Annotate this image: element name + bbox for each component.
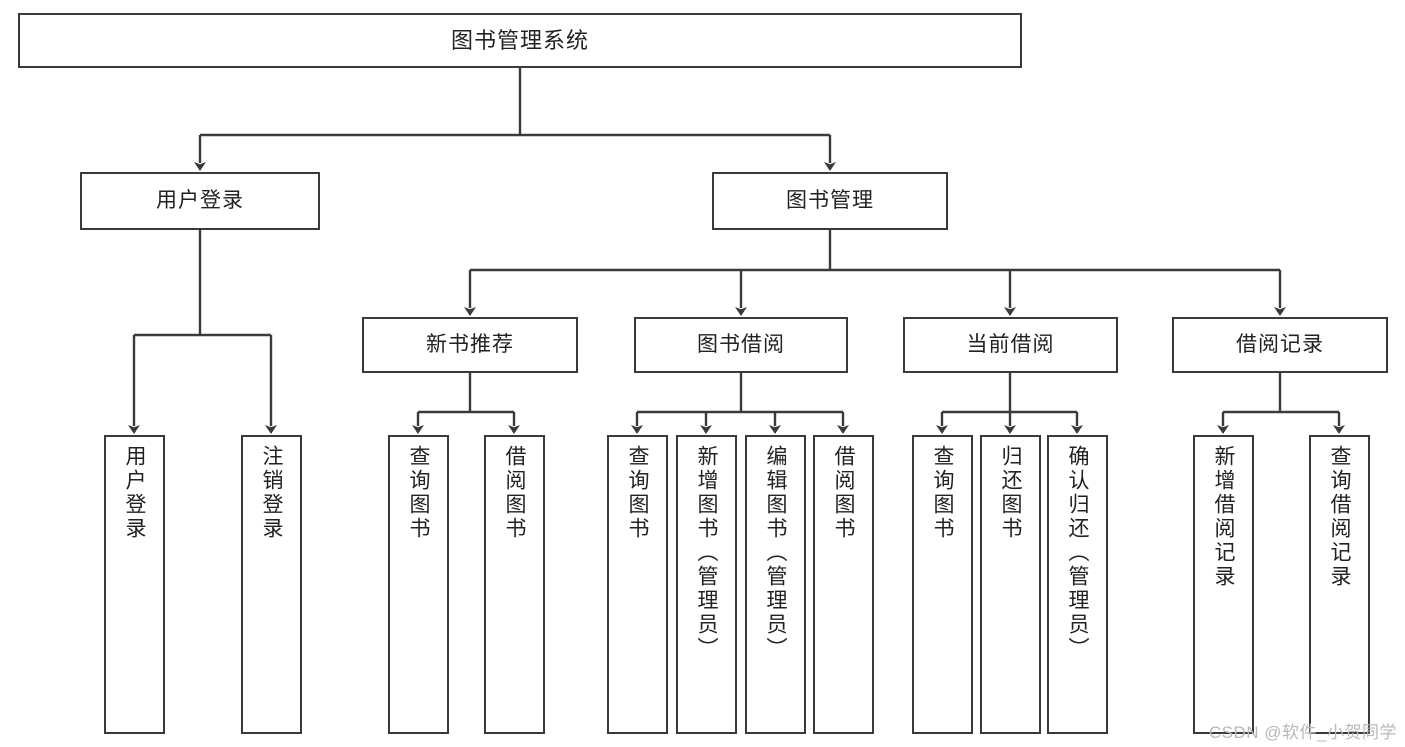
leaf-query-book-current[interactable]: 查询图书 — [912, 435, 973, 734]
leaf-borrow-book-recommend[interactable]: 借阅图书 — [484, 435, 545, 734]
leaf-query-book-borrow[interactable]: 查询图书 — [607, 435, 668, 734]
node-label: 查询图书 — [931, 445, 955, 541]
node-label: 当前借阅 — [966, 332, 1055, 356]
node-label: 归还图书 — [999, 445, 1023, 541]
watermark: CSDN @软件_小贺同学 — [1208, 723, 1397, 742]
node-label: 编辑图书（管理员） — [764, 445, 788, 661]
leaf-user-login[interactable]: 用户登录 — [104, 435, 165, 734]
node-user-login[interactable]: 用户登录 — [80, 172, 320, 230]
leaf-query-book-recommend[interactable]: 查询图书 — [388, 435, 449, 734]
node-label: 新书推荐 — [426, 332, 514, 356]
node-label: 借阅记录 — [1236, 332, 1324, 356]
node-label: 图书管理 — [786, 188, 874, 212]
node-book-borrow[interactable]: 图书借阅 — [634, 317, 848, 373]
node-label: 确认归还（管理员） — [1066, 445, 1090, 661]
node-label: 查询图书 — [407, 445, 431, 541]
node-new-book-recommend[interactable]: 新书推荐 — [362, 317, 578, 373]
node-label: 借阅图书 — [832, 445, 856, 541]
node-label: 用户登录 — [156, 188, 244, 212]
leaf-confirm-return-admin[interactable]: 确认归还（管理员） — [1047, 435, 1108, 734]
node-label: 新增借阅记录 — [1212, 445, 1236, 589]
node-label: 用户登录 — [123, 445, 147, 541]
leaf-query-borrow-record[interactable]: 查询借阅记录 — [1309, 435, 1370, 734]
node-borrow-records[interactable]: 借阅记录 — [1172, 317, 1388, 373]
node-label: 新增图书（管理员） — [695, 445, 719, 661]
leaf-borrow-book[interactable]: 借阅图书 — [813, 435, 874, 734]
leaf-return-book[interactable]: 归还图书 — [980, 435, 1041, 734]
node-root-system[interactable]: 图书管理系统 — [18, 13, 1022, 68]
node-label: 查询图书 — [626, 445, 650, 541]
leaf-logout[interactable]: 注销登录 — [241, 435, 302, 734]
node-label: 图书管理系统 — [450, 27, 589, 53]
leaf-edit-book-admin[interactable]: 编辑图书（管理员） — [745, 435, 806, 734]
node-label: 查询借阅记录 — [1328, 445, 1352, 589]
leaf-add-borrow-record[interactable]: 新增借阅记录 — [1193, 435, 1254, 734]
node-current-borrow[interactable]: 当前借阅 — [903, 317, 1118, 373]
leaf-add-book-admin[interactable]: 新增图书（管理员） — [676, 435, 737, 734]
node-label: 注销登录 — [260, 445, 284, 541]
node-book-management[interactable]: 图书管理 — [712, 172, 948, 230]
node-label: 借阅图书 — [503, 445, 527, 541]
node-label: 图书借阅 — [697, 332, 785, 356]
